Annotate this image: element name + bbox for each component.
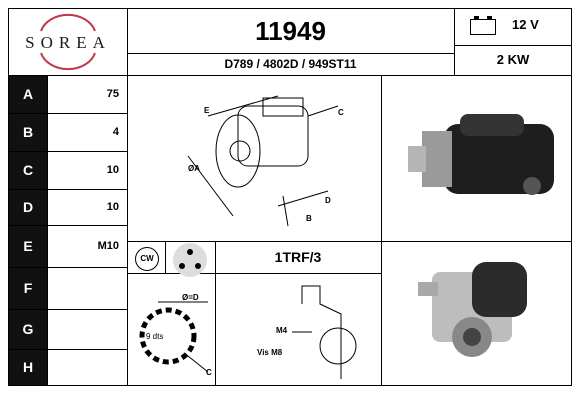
row-label-g: G <box>9 310 47 349</box>
battery-icon <box>470 16 496 35</box>
terminal-vis-label: Vis M8 <box>257 348 283 357</box>
logo-text: SOREA <box>25 33 111 52</box>
row-label-d: D <box>9 190 47 225</box>
pinion-drawing: Ø=D 9 dts C <box>128 274 215 385</box>
row-label-e: E <box>9 226 47 267</box>
pinion-c-label: C <box>206 368 212 377</box>
row-label-h: H <box>9 350 47 385</box>
row-value-c: 10 <box>106 164 119 176</box>
row-value-b: 4 <box>112 126 119 138</box>
voltage-cell: 12 V <box>454 9 572 45</box>
starter-photo-front <box>382 242 572 385</box>
row-value-f <box>47 268 127 309</box>
power-value: 2 KW <box>496 52 530 67</box>
dim-label-b: B <box>306 214 312 223</box>
three-hole-flange-icon <box>173 243 207 277</box>
row-value-g <box>47 310 127 349</box>
row-value-d: 10 <box>106 201 119 213</box>
row-value-h <box>47 350 127 385</box>
row-label-c: C <box>9 152 47 189</box>
starter-photo-side <box>382 76 572 241</box>
cross-references: D789 / 4802D / 949ST11 <box>224 57 357 71</box>
terminal-drawing: M4 Vis M8 <box>216 274 381 385</box>
dim-label-c: C <box>338 108 344 117</box>
row-label-f: F <box>9 268 47 309</box>
dim-label-e: E <box>204 106 210 115</box>
row-label-a: A <box>9 76 47 113</box>
pinion-teeth-label: 9 dts <box>146 332 164 341</box>
pinion-diameter-label: Ø=D <box>182 293 199 302</box>
brand-logo: SOREA <box>9 9 127 75</box>
part-number: 11949 <box>255 16 326 46</box>
clockwise-rotation-icon: CW <box>135 247 159 271</box>
dimension-drawing: E C ØA D B <box>128 76 381 241</box>
dim-label-d: D <box>325 196 331 205</box>
row-label-b: B <box>9 114 47 151</box>
row-value-e: M10 <box>97 240 119 252</box>
terminal-m4-label: M4 <box>276 326 288 335</box>
row-value-a: 75 <box>106 88 119 100</box>
product-sheet: SOREA 11949 D789 / 4802D / 949ST11 12 V … <box>8 8 572 386</box>
dim-label-a: ØA <box>188 164 200 173</box>
connector-code: 1TRF/3 <box>274 249 322 265</box>
voltage-value: 12 V <box>512 17 539 32</box>
